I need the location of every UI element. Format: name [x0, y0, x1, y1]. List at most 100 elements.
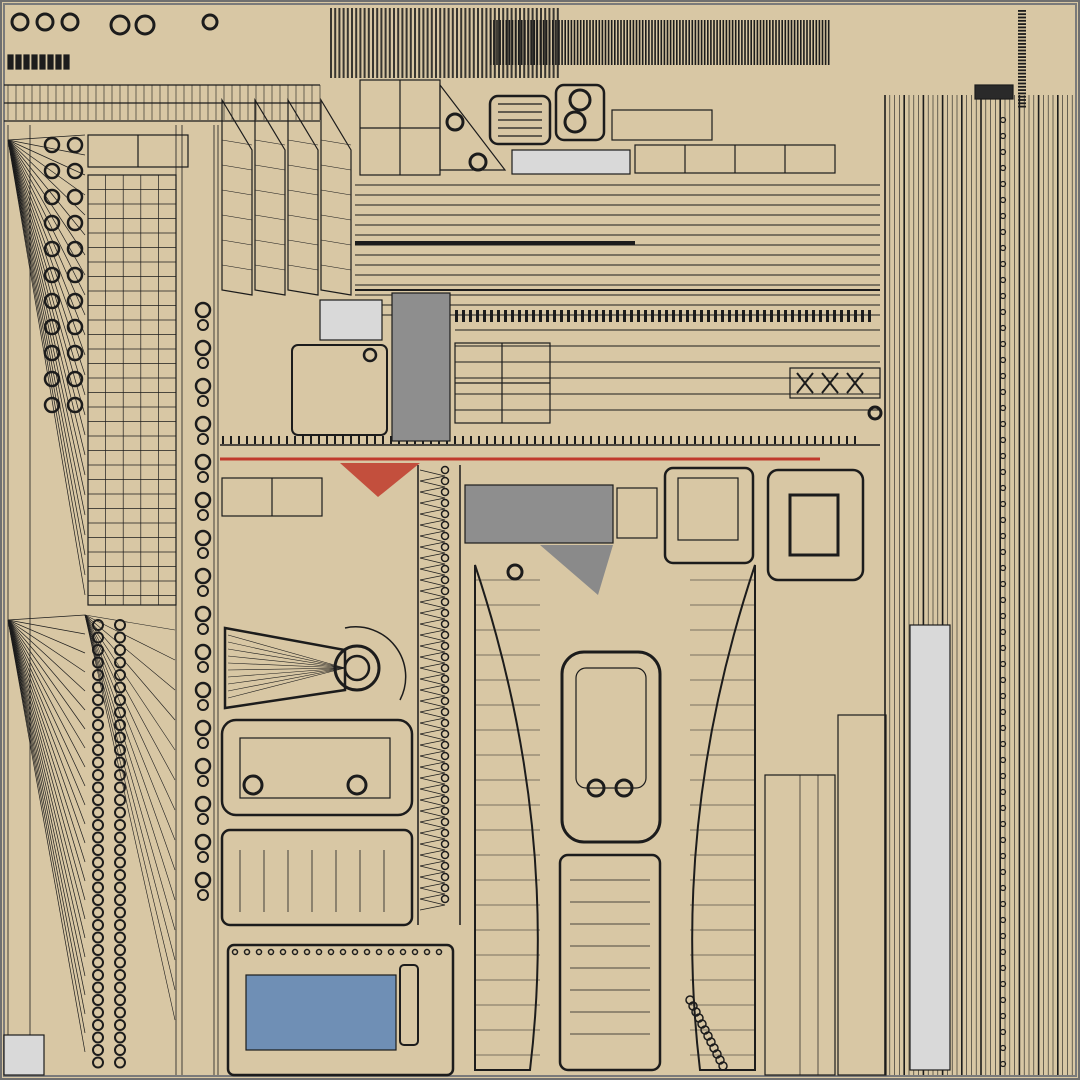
rail-notch-27: [644, 310, 647, 322]
right-dot-45: [999, 836, 1007, 844]
band-bottom-tick-12: [318, 436, 320, 444]
fan-b-19: [7, 619, 86, 977]
zig-dot-18: [440, 663, 450, 673]
rail-notch-46: [777, 310, 780, 322]
comb-bar-58: [669, 20, 672, 65]
comb-left-8: [363, 8, 366, 78]
comb-bar-66: [694, 20, 697, 65]
fan-a-21: [7, 139, 86, 556]
fan-c-13: [84, 614, 176, 1021]
right-dot-21: [999, 452, 1007, 460]
chain-d-14: [197, 851, 209, 863]
fan-b-2: [7, 619, 86, 654]
rail-notch-18: [581, 310, 584, 322]
rail-notch-58: [861, 310, 864, 322]
chain-d-8: [197, 623, 209, 635]
comb-left-53: [552, 8, 555, 78]
fan-a-11: [7, 139, 86, 356]
gray-panel-mid: [464, 484, 614, 544]
band-bottom-tick-16: [350, 436, 352, 444]
chain-e-30: [92, 994, 104, 1006]
right-top-comb-27: [1018, 99, 1026, 101]
band-bottom-tick-39: [534, 436, 536, 444]
shadow-wedge-1: [540, 545, 613, 595]
rail-notch-15: [560, 310, 563, 322]
chain-c-2: [194, 377, 212, 395]
right-dot-48: [999, 884, 1007, 892]
rail-notch-59: [868, 310, 871, 322]
br-cluster-11: [718, 1061, 728, 1071]
rail-notch-40: [735, 310, 738, 322]
comb-bar-82: [744, 20, 746, 65]
chain-a-4: [43, 240, 61, 258]
chain-d-0: [197, 319, 209, 331]
fan-b-3: [7, 619, 86, 673]
chain-d-11: [197, 737, 209, 749]
band-bottom-tick-48: [606, 436, 608, 444]
right-top-comb-14: [1018, 56, 1026, 58]
comb-bar-52: [651, 20, 653, 65]
comb-left-7: [359, 8, 362, 78]
right-top-comb-24: [1018, 89, 1026, 91]
right-dot-19: [999, 420, 1007, 428]
fan-a-22: [7, 139, 86, 576]
fan-c-2: [84, 614, 176, 691]
right-dot-57: [999, 1028, 1007, 1036]
chain-d-1: [197, 357, 209, 369]
fan-c-1: [84, 614, 176, 661]
chain-d-5: [197, 509, 209, 521]
comb-left-46: [523, 8, 526, 78]
chain-f-34: [114, 1044, 126, 1056]
chain-f-23: [114, 906, 126, 919]
right-dot-3: [999, 164, 1007, 172]
zig-1: [419, 480, 446, 493]
rail-notch-10: [525, 310, 528, 322]
panel-a-inner: [239, 737, 391, 799]
zig-dot-0: [440, 465, 450, 475]
right-dot-1: [999, 132, 1007, 140]
right-dot-30: [999, 596, 1007, 604]
rail-notch-53: [826, 310, 829, 322]
band-bottom-tick-71: [790, 436, 792, 444]
comb-bar-5: [505, 20, 508, 65]
comb-bar-3: [499, 20, 501, 65]
comb-bar-109: [827, 20, 830, 65]
zig-18: [419, 667, 446, 680]
right-dot-14: [999, 340, 1007, 348]
comb-left-43: [510, 8, 513, 78]
slat-line-1-2: [254, 189, 286, 196]
fan-b-0: [7, 614, 86, 621]
chain-c-1: [194, 339, 212, 357]
fan-a-12: [7, 139, 86, 376]
comb-bar-102: [806, 20, 808, 65]
comb-bar-42: [620, 20, 622, 65]
red-wedge: [340, 463, 420, 497]
slat-line-2-2: [287, 189, 319, 196]
top-tick-2: [23, 54, 30, 70]
fan-a-19: [7, 139, 86, 516]
chain-e-18: [92, 844, 104, 856]
top-ring-2: [60, 12, 80, 32]
zig-16: [419, 645, 446, 658]
chain-e-9: [92, 731, 104, 744]
right-dot-10: [999, 276, 1007, 284]
comb-bar-90: [769, 20, 771, 65]
top-ring-c: [201, 13, 219, 31]
fan-b-11: [7, 619, 86, 825]
comb-left-9: [367, 8, 370, 78]
chain-e-5: [92, 681, 104, 694]
panel-c-dot-16: [423, 948, 431, 956]
fan-c-5: [84, 614, 176, 781]
band-bottom-tick-15: [342, 436, 344, 444]
rail-notch-49: [798, 310, 801, 322]
rail-notch-0: [455, 310, 458, 322]
uv-shapes-layer: [3, 3, 1077, 1077]
comb-left-21: [418, 8, 421, 78]
zig-dot-21: [440, 696, 450, 706]
comb-bar-61: [679, 20, 681, 65]
fan-a-0: [7, 134, 86, 141]
band-bottom-tick-35: [502, 436, 504, 444]
band-bottom-tick-34: [494, 436, 496, 444]
chain-f-30: [114, 994, 126, 1006]
right-dot-47: [999, 868, 1007, 876]
